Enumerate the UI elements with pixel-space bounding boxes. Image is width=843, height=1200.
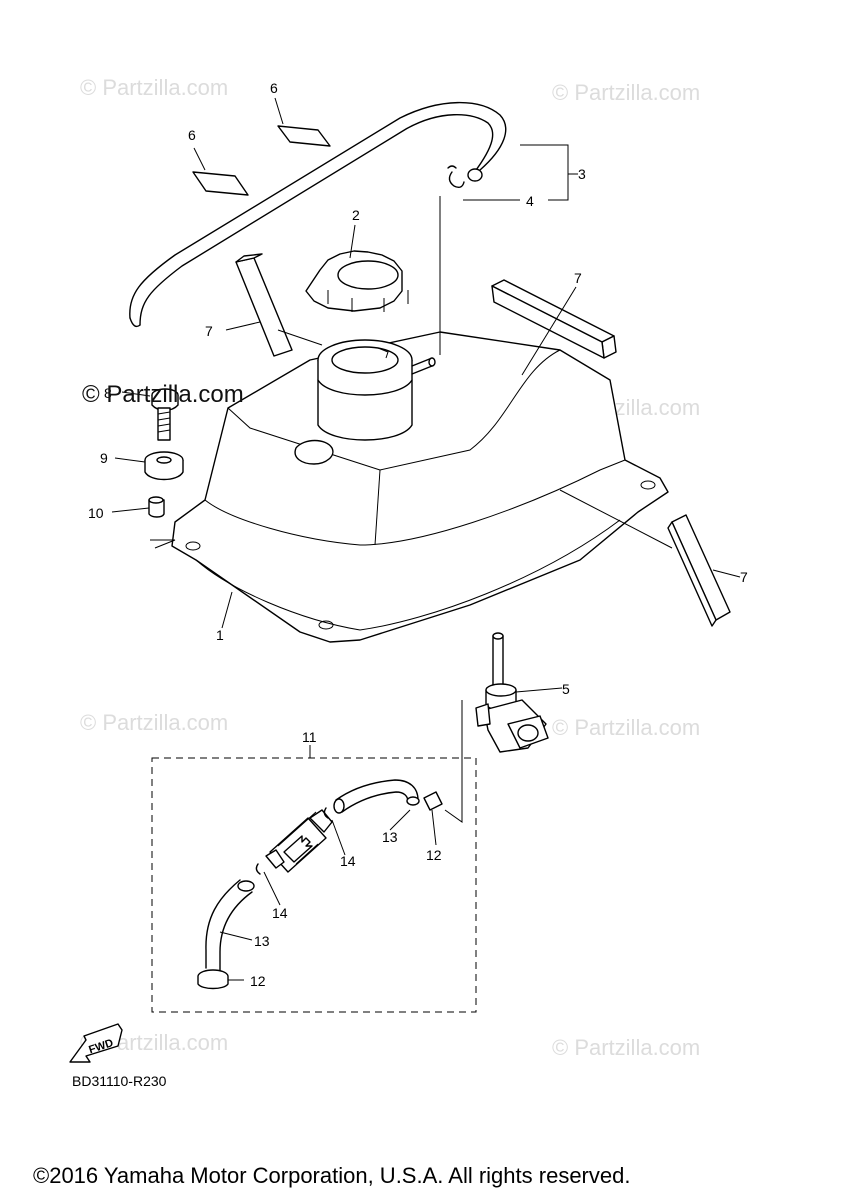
pad-6 [192,125,331,196]
fuel-hose-upper [333,779,420,814]
watermark: © Partzilla.com [552,1035,700,1060]
clip-14 [255,807,329,875]
fuel-tank [171,331,669,643]
label-6: 6 [188,127,196,143]
part-labels: 1 2 3 4 5 6 6 7 7 7 8 9 10 11 12 12 13 1… [88,80,748,989]
label-12: 12 [426,847,442,863]
label-11: 11 [302,729,317,745]
breather-hose [129,101,507,328]
hose-set-box [151,757,477,1013]
fuel-cock [475,632,549,753]
label-7: 7 [205,323,213,339]
damper-7 [235,253,731,627]
label-4: 4 [526,193,534,209]
hose-clip [447,165,465,189]
fuel-cap [305,250,409,312]
parts-diagram: © Partzilla.com © Partzilla.com © Partzi… [69,75,748,1063]
watermarks: © Partzilla.com © Partzilla.com © Partzi… [80,75,700,1060]
copyright-text: ©2016 Yamaha Motor Corporation, U.S.A. A… [33,1163,631,1188]
label-6: 6 [270,80,278,96]
label-2: 2 [352,207,360,223]
label-7: 7 [574,270,582,286]
grommet-9 [144,451,184,481]
leader-lines [111,97,741,981]
label-8: 8 [104,385,112,401]
label-7: 7 [740,569,748,585]
label-13: 13 [382,829,398,845]
label-3: 3 [578,166,586,182]
label-1: 1 [216,627,224,643]
watermark: © Partzilla.com [80,75,228,100]
watermark: © Partzilla.com [80,710,228,735]
fuel-hose-lower [205,879,255,971]
watermark: © Partzilla.com [552,80,700,105]
bolt-8 [151,388,179,441]
watermark-dark: © Partzilla.com [82,381,244,408]
label-12: 12 [250,973,266,989]
diagram-code: BD31110-R230 [72,1073,167,1089]
collar-10 [148,496,165,518]
label-13: 13 [254,933,270,949]
hose-clamp [197,791,443,990]
label-10: 10 [88,505,104,521]
label-5: 5 [562,681,570,697]
label-14: 14 [272,905,288,921]
label-9: 9 [100,450,108,466]
watermark: © Partzilla.com [552,715,700,740]
fuel-filter [265,809,333,873]
label-14: 14 [340,853,356,869]
